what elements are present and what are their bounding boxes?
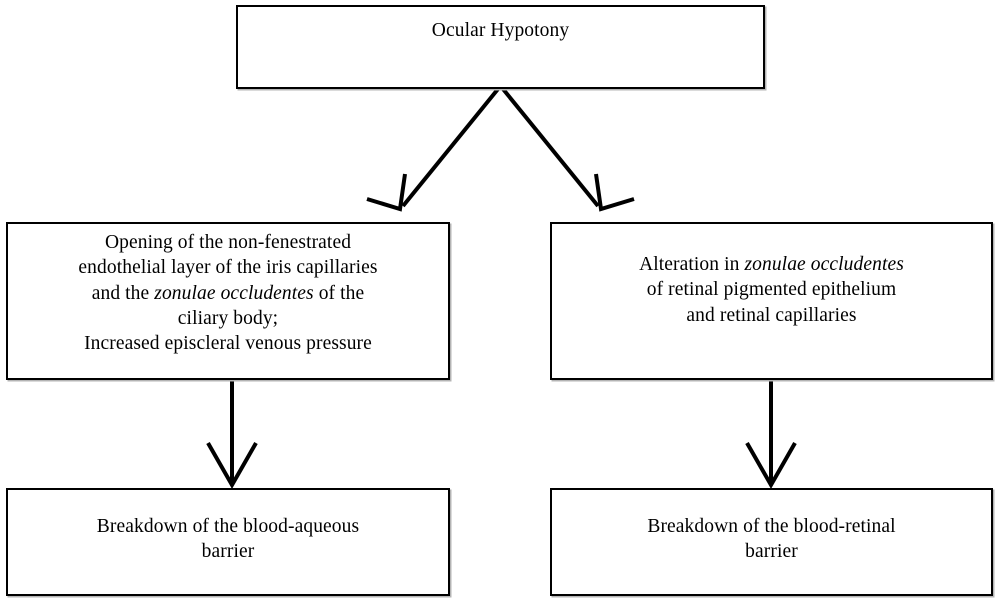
arrow-mid-left-to-bottom-left [206,381,258,490]
text-line-1-prefix: Alteration in [639,254,745,275]
node-blood-aqueous-barrier-label: Breakdown of the blood-aqueous barrier [8,490,448,565]
text-line-2: barrier [745,541,798,563]
text-line-1: Opening of the non-fenestrated [104,232,352,253]
node-retinal-pigmented-epithelium: Alteration in zonulae occludentes of ret… [550,222,993,380]
node-iris-capillaries-ciliary-body: Opening of the non-fenestrated endotheli… [6,222,450,380]
text-line-1: Breakdown of the blood-aqueous [96,516,360,537]
arrow-top-to-mid-left [366,87,500,212]
node-ocular-hypotony-label: Ocular Hypotony [431,20,570,41]
text-line-5: Increased episcleral venous pressure [84,333,372,355]
text-line-2: endothelial layer of the iris capillarie… [78,257,378,279]
arrow-top-to-mid-right [501,87,635,212]
node-blood-retinal-barrier: Breakdown of the blood-retinal barrier [550,488,993,596]
node-ocular-hypotony: Ocular Hypotony [236,5,765,89]
arrow-mid-right-to-bottom-right [745,381,797,490]
text-line-1-italic-term: zonulae occludentes [744,254,904,275]
text-line-2: of retinal pigmented epithelium [646,279,897,301]
text-line-3-prefix: and the [91,282,155,304]
text-line-3-suffix: of the [313,282,365,304]
node-blood-retinal-barrier-label: Breakdown of the blood-retinal barrier [552,490,991,565]
node-retinal-pigmented-epithelium-label: Alteration in zonulae occludentes of ret… [552,224,991,328]
text-line-3: and retinal capillaries [686,304,857,326]
node-blood-aqueous-barrier: Breakdown of the blood-aqueous barrier [6,488,450,596]
text-line-1: Breakdown of the blood-retinal [647,516,896,537]
node-iris-capillaries-ciliary-body-label: Opening of the non-fenestrated endotheli… [8,224,448,357]
text-line-4: ciliary body; [177,308,279,330]
text-line-2: barrier [201,541,255,563]
text-line-3-italic-term: zonulae occludentes [154,282,314,304]
